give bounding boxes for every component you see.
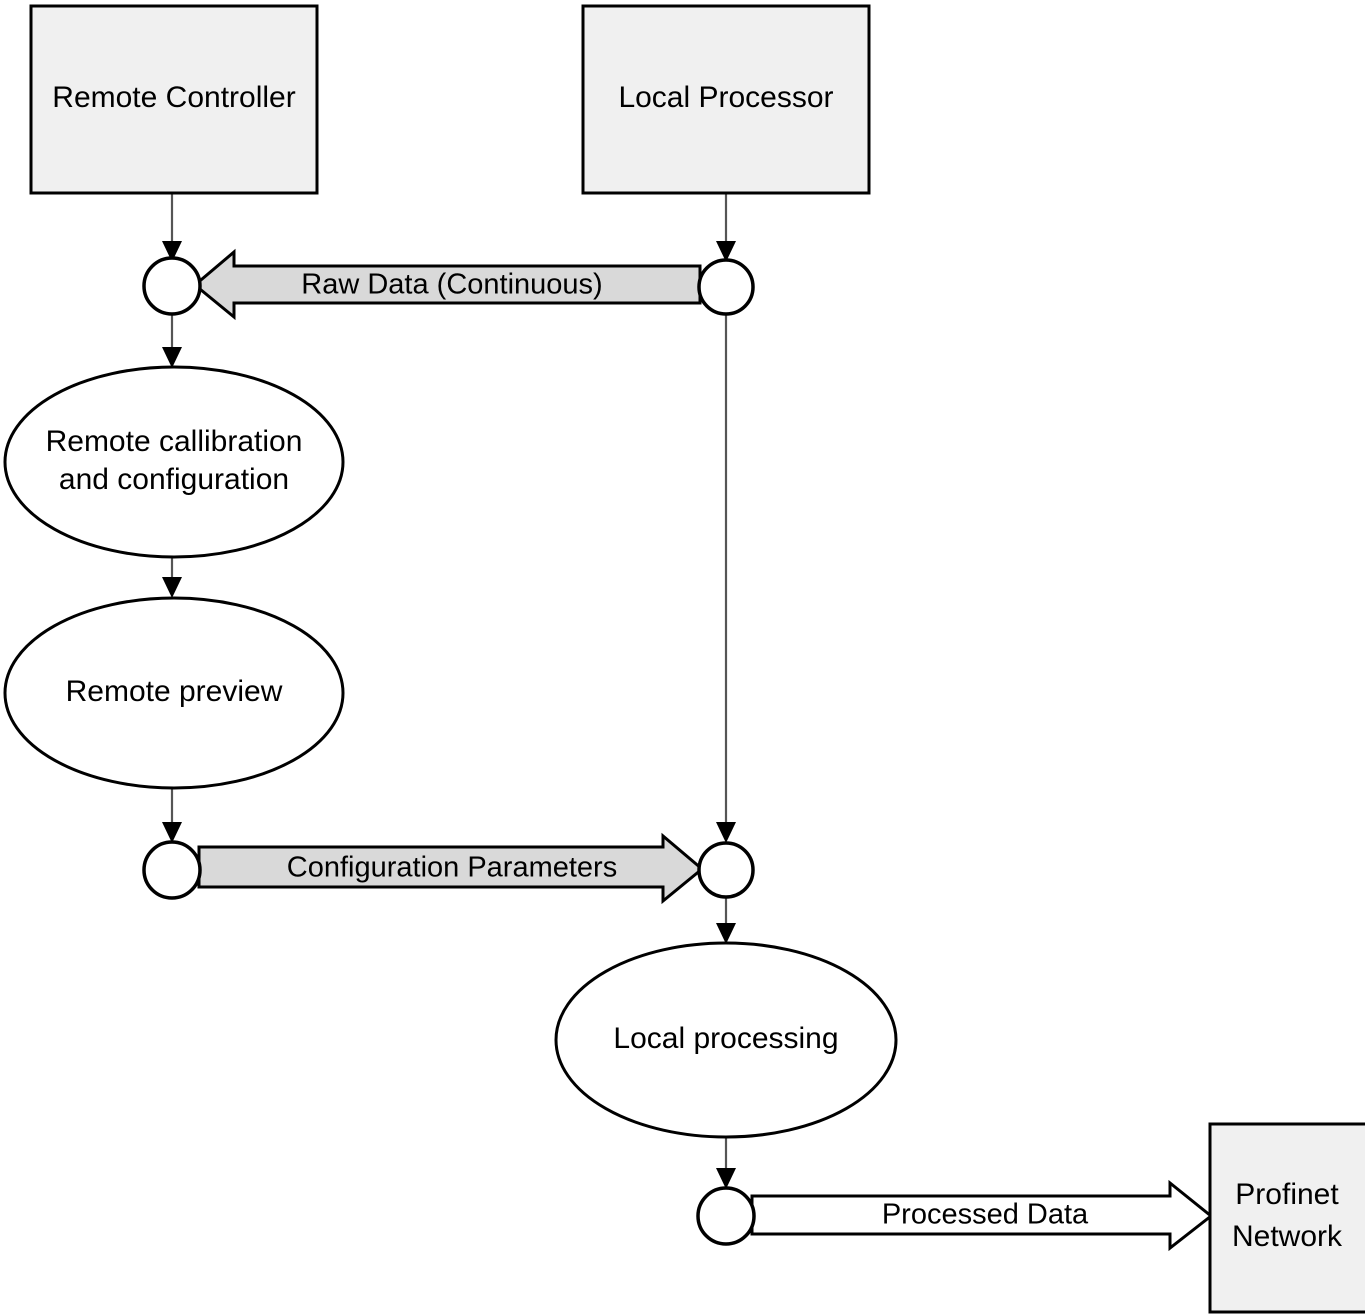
flow-label-raw-data: Raw Data (Continuous) bbox=[301, 269, 602, 301]
node-local-processor-label: Local Processor bbox=[618, 81, 833, 114]
junction-circle-remote-config-params[interactable] bbox=[142, 840, 202, 900]
connector-junction-a-to-remote-calibration bbox=[162, 314, 182, 368]
node-profinet-network[interactable]: Profinet Network bbox=[1208, 1122, 1365, 1314]
node-remote-calibration-label-line2: and configuration bbox=[59, 463, 289, 496]
junction-circle-local-raw-data[interactable] bbox=[697, 258, 755, 316]
connector-local-processor-to-junction-b bbox=[716, 193, 736, 262]
node-remote-preview[interactable]: Remote preview bbox=[3, 596, 345, 790]
junction-circle-local-config-params[interactable] bbox=[697, 841, 755, 899]
connector-local-processing-to-junction-e bbox=[716, 1138, 736, 1189]
node-local-processing-label: Local processing bbox=[613, 1022, 838, 1055]
flow-arrow-processed-data bbox=[750, 1179, 1214, 1252]
flow-arrow-configuration-parameters bbox=[197, 832, 705, 905]
node-remote-calibration[interactable]: Remote callibration and configuration bbox=[3, 365, 345, 559]
node-profinet-network-label-line1: Profinet bbox=[1235, 1178, 1339, 1211]
flow-label-processed-data: Processed Data bbox=[882, 1199, 1089, 1231]
flow-label-configuration-parameters: Configuration Parameters bbox=[287, 852, 617, 884]
junction-circle-processed-data[interactable] bbox=[696, 1186, 756, 1246]
node-remote-preview-label: Remote preview bbox=[66, 675, 283, 708]
node-local-processor[interactable]: Local Processor bbox=[581, 4, 871, 195]
junction-circle-remote-raw-data[interactable] bbox=[142, 256, 202, 316]
node-remote-controller[interactable]: Remote Controller bbox=[29, 4, 319, 195]
connector-remote-calibration-to-remote-preview bbox=[162, 558, 182, 598]
node-profinet-network-label-line2: Network bbox=[1232, 1220, 1343, 1253]
node-local-processing[interactable]: Local processing bbox=[554, 941, 898, 1139]
connector-junction-b-to-junction-d bbox=[716, 314, 736, 843]
node-remote-controller-label: Remote Controller bbox=[52, 81, 295, 114]
connector-junction-d-to-local-processing bbox=[716, 898, 736, 944]
connector-remote-preview-to-junction-c bbox=[162, 788, 182, 843]
node-remote-calibration-label-line1: Remote callibration bbox=[46, 425, 303, 458]
connector-remote-controller-to-junction-a bbox=[162, 193, 182, 262]
